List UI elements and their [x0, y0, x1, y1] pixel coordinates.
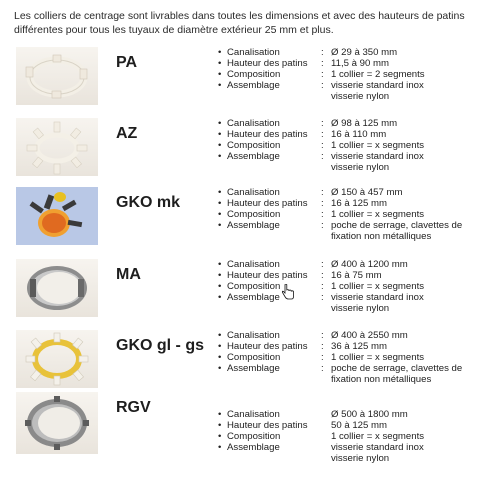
- value-hauteur: 16 à 75 mm: [331, 270, 382, 281]
- value-assemblage: visserie standard inox: [331, 442, 424, 453]
- product-row-gko-mk: GKO mk •Canalisation:Ø 150 à 457 mm •Hau…: [0, 187, 499, 249]
- value-assemblage-cont: fixation non métalliques: [331, 231, 432, 242]
- product-code: GKO mk: [116, 194, 181, 211]
- spec-list: •Canalisation:Ø 400 à 1200 mm •Hauteur d…: [218, 259, 425, 314]
- label-hauteur: Hauteur des patins: [227, 198, 308, 209]
- label-assemblage: Assemblage: [227, 151, 280, 162]
- label-composition: Composition: [227, 140, 281, 151]
- value-composition: 1 collier = x segments: [331, 281, 425, 292]
- label-hauteur: Hauteur des patins: [227, 420, 308, 431]
- value-canalisation: Ø 98 à 125 mm: [331, 118, 398, 129]
- label-assemblage: Assemblage: [227, 363, 280, 374]
- value-composition: 1 collier = 2 segments: [331, 69, 425, 80]
- value-hauteur: 16 à 125 mm: [331, 198, 387, 209]
- value-assemblage-cont: visserie nylon: [331, 453, 390, 464]
- product-image-rgv: [16, 392, 98, 454]
- hand-cursor-icon: [281, 284, 294, 300]
- label-hauteur: Hauteur des patins: [227, 341, 308, 352]
- value-assemblage: visserie standard inox: [331, 151, 424, 162]
- product-code: MA: [116, 266, 141, 283]
- value-canalisation: Ø 400 à 2550 mm: [331, 330, 408, 341]
- value-hauteur: 16 à 110 mm: [331, 129, 387, 140]
- value-assemblage-cont: visserie nylon: [331, 91, 390, 102]
- value-canalisation: Ø 29 à 350 mm: [331, 47, 398, 58]
- label-canalisation: Canalisation: [227, 330, 280, 341]
- value-hauteur: 50 à 125 mm: [331, 420, 387, 431]
- value-composition: 1 collier = x segments: [331, 140, 425, 151]
- label-canalisation: Canalisation: [227, 118, 280, 129]
- spec-list: •Canalisation:Ø 150 à 457 mm •Hauteur de…: [218, 187, 463, 242]
- value-hauteur: 11,5 à 90 mm: [331, 58, 389, 69]
- label-assemblage: Assemblage: [227, 80, 280, 91]
- product-row-gko-gl-gs: GKO gl - gs •Canalisation:Ø 400 à 2550 m…: [0, 330, 499, 392]
- value-assemblage-cont: fixation non métalliques: [331, 374, 432, 385]
- label-canalisation: Canalisation: [227, 409, 280, 420]
- label-canalisation: Canalisation: [227, 259, 280, 270]
- product-row-ma: MA •Canalisation:Ø 400 à 1200 mm •Hauteu…: [0, 259, 499, 321]
- spec-list: •Canalisation:Ø 29 à 350 mm •Hauteur des…: [218, 47, 425, 102]
- intro-text: Les colliers de centrage sont livrables …: [14, 10, 465, 36]
- label-assemblage: Assemblage: [227, 220, 280, 231]
- product-code: PA: [116, 54, 138, 71]
- value-assemblage-cont: visserie nylon: [331, 303, 390, 314]
- product-image-gko-gl-gs: [16, 330, 98, 388]
- label-hauteur: Hauteur des patins: [227, 129, 308, 140]
- label-canalisation: Canalisation: [227, 47, 280, 58]
- value-hauteur: 36 à 125 mm: [331, 341, 387, 352]
- value-canalisation: Ø 500 à 1800 mm: [331, 409, 408, 420]
- label-assemblage: Assemblage: [227, 442, 280, 453]
- value-canalisation: Ø 400 à 1200 mm: [331, 259, 408, 270]
- product-image-pa: [16, 47, 98, 105]
- value-assemblage-cont: visserie nylon: [331, 162, 390, 173]
- label-composition: Composition: [227, 281, 281, 292]
- label-assemblage: Assemblage: [227, 292, 280, 303]
- value-assemblage: visserie standard inox: [331, 292, 424, 303]
- label-composition: Composition: [227, 69, 281, 80]
- value-assemblage: poche de serrage, clavettes de: [331, 220, 463, 231]
- value-composition: 1 collier = x segments: [331, 352, 425, 363]
- product-code: AZ: [116, 125, 138, 142]
- label-composition: Composition: [227, 431, 281, 442]
- spec-list: •Canalisation:Ø 98 à 125 mm •Hauteur des…: [218, 118, 425, 173]
- label-composition: Composition: [227, 209, 281, 220]
- product-image-gko-mk: [16, 187, 98, 245]
- value-assemblage: poche de serrage, clavettes de: [331, 363, 463, 374]
- label-canalisation: Canalisation: [227, 187, 280, 198]
- label-hauteur: Hauteur des patins: [227, 270, 308, 281]
- spec-list: •Canalisation:Ø 400 à 2550 mm •Hauteur d…: [218, 330, 463, 385]
- product-code: GKO gl - gs: [116, 337, 204, 354]
- value-assemblage: visserie standard inox: [331, 80, 424, 91]
- product-code: RGV: [116, 399, 151, 416]
- product-image-az: [16, 118, 98, 176]
- label-composition: Composition: [227, 352, 281, 363]
- value-composition: 1 collier = x segments: [331, 209, 425, 220]
- value-canalisation: Ø 150 à 457 mm: [331, 187, 403, 198]
- product-row-pa: PA •Canalisation:Ø 29 à 350 mm •Hauteur …: [0, 47, 499, 109]
- product-row-az: AZ •Canalisation:Ø 98 à 125 mm •Hauteur …: [0, 118, 499, 180]
- label-hauteur: Hauteur des patins: [227, 58, 308, 69]
- value-composition: 1 collier = x segments: [331, 431, 425, 442]
- product-image-ma: [16, 259, 98, 317]
